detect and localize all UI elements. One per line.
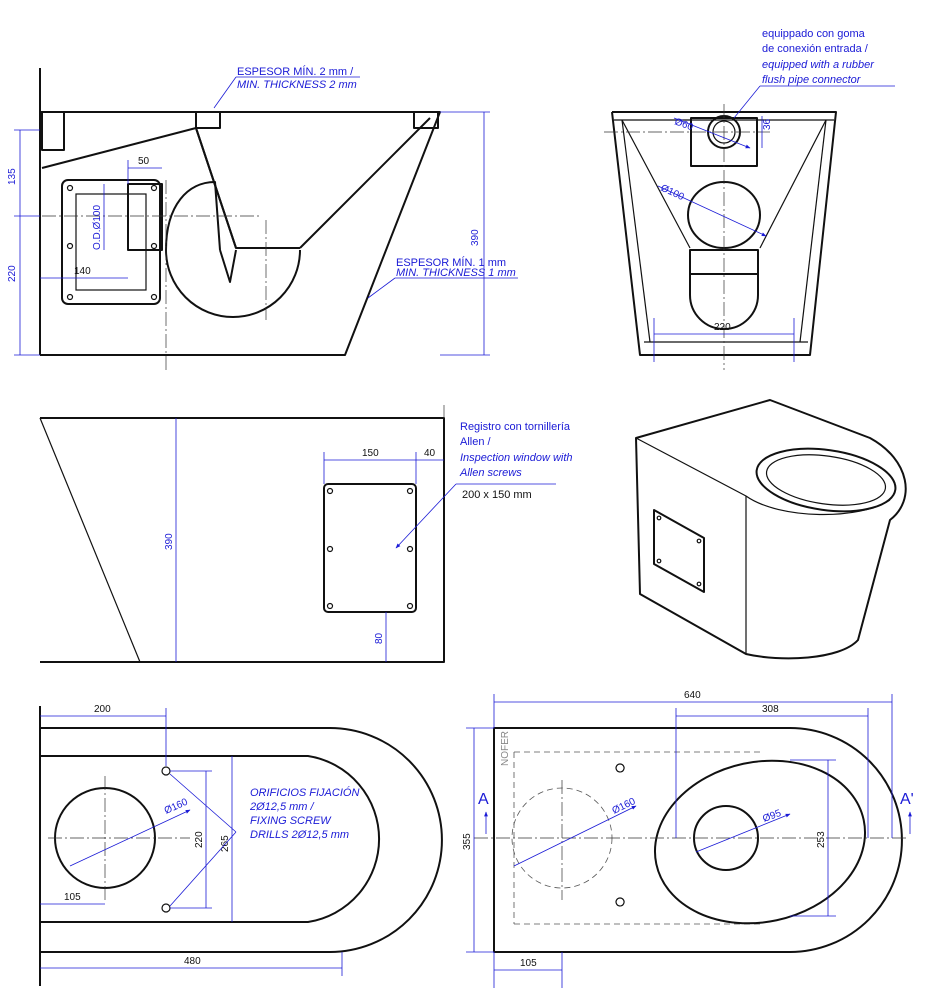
- note-fixing-4: DRILLS 2Ø12,5 mm: [250, 829, 349, 841]
- note-rubber-connector-4: flush pipe connector: [762, 74, 862, 86]
- dim-100-front: Ø100: [659, 183, 686, 203]
- dim-640: 640: [684, 690, 701, 701]
- dim-160-top: Ø160: [610, 796, 637, 817]
- dim-220-bottom: 220: [194, 831, 205, 848]
- dim-390-side: 390: [470, 229, 481, 246]
- isometric-view: [635, 399, 907, 660]
- side-exterior-view: 390 150 40 80 Registro con tornillería A…: [39, 405, 573, 663]
- note-inspection-1: Registro con tornillería: [460, 421, 571, 433]
- brand-label: NOFER: [500, 731, 511, 766]
- dim-220: 220: [7, 265, 18, 282]
- section-marker-a: A: [478, 791, 489, 808]
- note-inspection-size: 200 x 150 mm: [462, 489, 532, 501]
- note-thickness-1-es: ESPESOR MÍN. 1 mm: [396, 256, 506, 269]
- dim-40: 40: [424, 448, 436, 459]
- plan-bottom-view: 200 Ø160 220 265 105 480 ORIFICIOS FIJAC…: [39, 704, 443, 986]
- dim-390-ext: 390: [164, 533, 175, 550]
- dim-80: 80: [374, 632, 385, 644]
- note-inspection-4: Allen screws: [459, 467, 522, 479]
- dim-480: 480: [184, 956, 201, 967]
- dim-220-front: 220: [714, 322, 731, 333]
- dim-36: 36: [762, 118, 773, 130]
- dim-140: 140: [74, 266, 91, 277]
- dim-od-100: O.D.Ø100: [92, 205, 103, 250]
- note-rubber-connector-2: de conexión entrada /: [762, 43, 869, 55]
- dim-355: 355: [462, 833, 473, 850]
- note-fixing-2: 2Ø12,5 mm /: [249, 801, 315, 813]
- note-thickness-2-es: ESPESOR MÍN. 2 mm /: [237, 65, 354, 78]
- dim-135: 135: [7, 168, 18, 185]
- dim-200: 200: [94, 704, 111, 715]
- dim-105-bottom: 105: [64, 892, 81, 903]
- front-view: Ø60 36 Ø100 220 equippado con goma de co…: [604, 28, 895, 370]
- dim-160-bottom: Ø160: [163, 797, 190, 817]
- note-thickness-1-en: MIN. THICKNESS 1 mm: [396, 267, 516, 279]
- note-thickness-2-en: MIN. THICKNESS 2 mm: [237, 79, 357, 91]
- note-rubber-connector-1: equippado con goma: [762, 28, 866, 40]
- side-section-view: 135 220 50 O.D.Ø100 140 390 ESPESOR MÍN.…: [7, 65, 518, 372]
- plan-top-view: NOFER 640 308 355 Ø160 Ø95 253 105 A A': [462, 690, 914, 988]
- dim-253: 253: [816, 831, 827, 848]
- note-rubber-connector-3: equipped with a rubber: [762, 59, 875, 71]
- note-inspection-3: Inspection window with: [460, 452, 573, 464]
- dim-95: Ø95: [761, 808, 783, 825]
- dim-50: 50: [138, 156, 150, 167]
- note-fixing-1: ORIFICIOS FIJACIÓN: [250, 786, 359, 799]
- dim-308: 308: [762, 704, 779, 715]
- note-inspection-2: Allen /: [460, 436, 492, 448]
- section-marker-a-prime: A': [900, 791, 914, 808]
- note-fixing-3: FIXING SCREW: [250, 815, 332, 827]
- dim-150: 150: [362, 448, 379, 459]
- dim-105-top: 105: [520, 958, 537, 969]
